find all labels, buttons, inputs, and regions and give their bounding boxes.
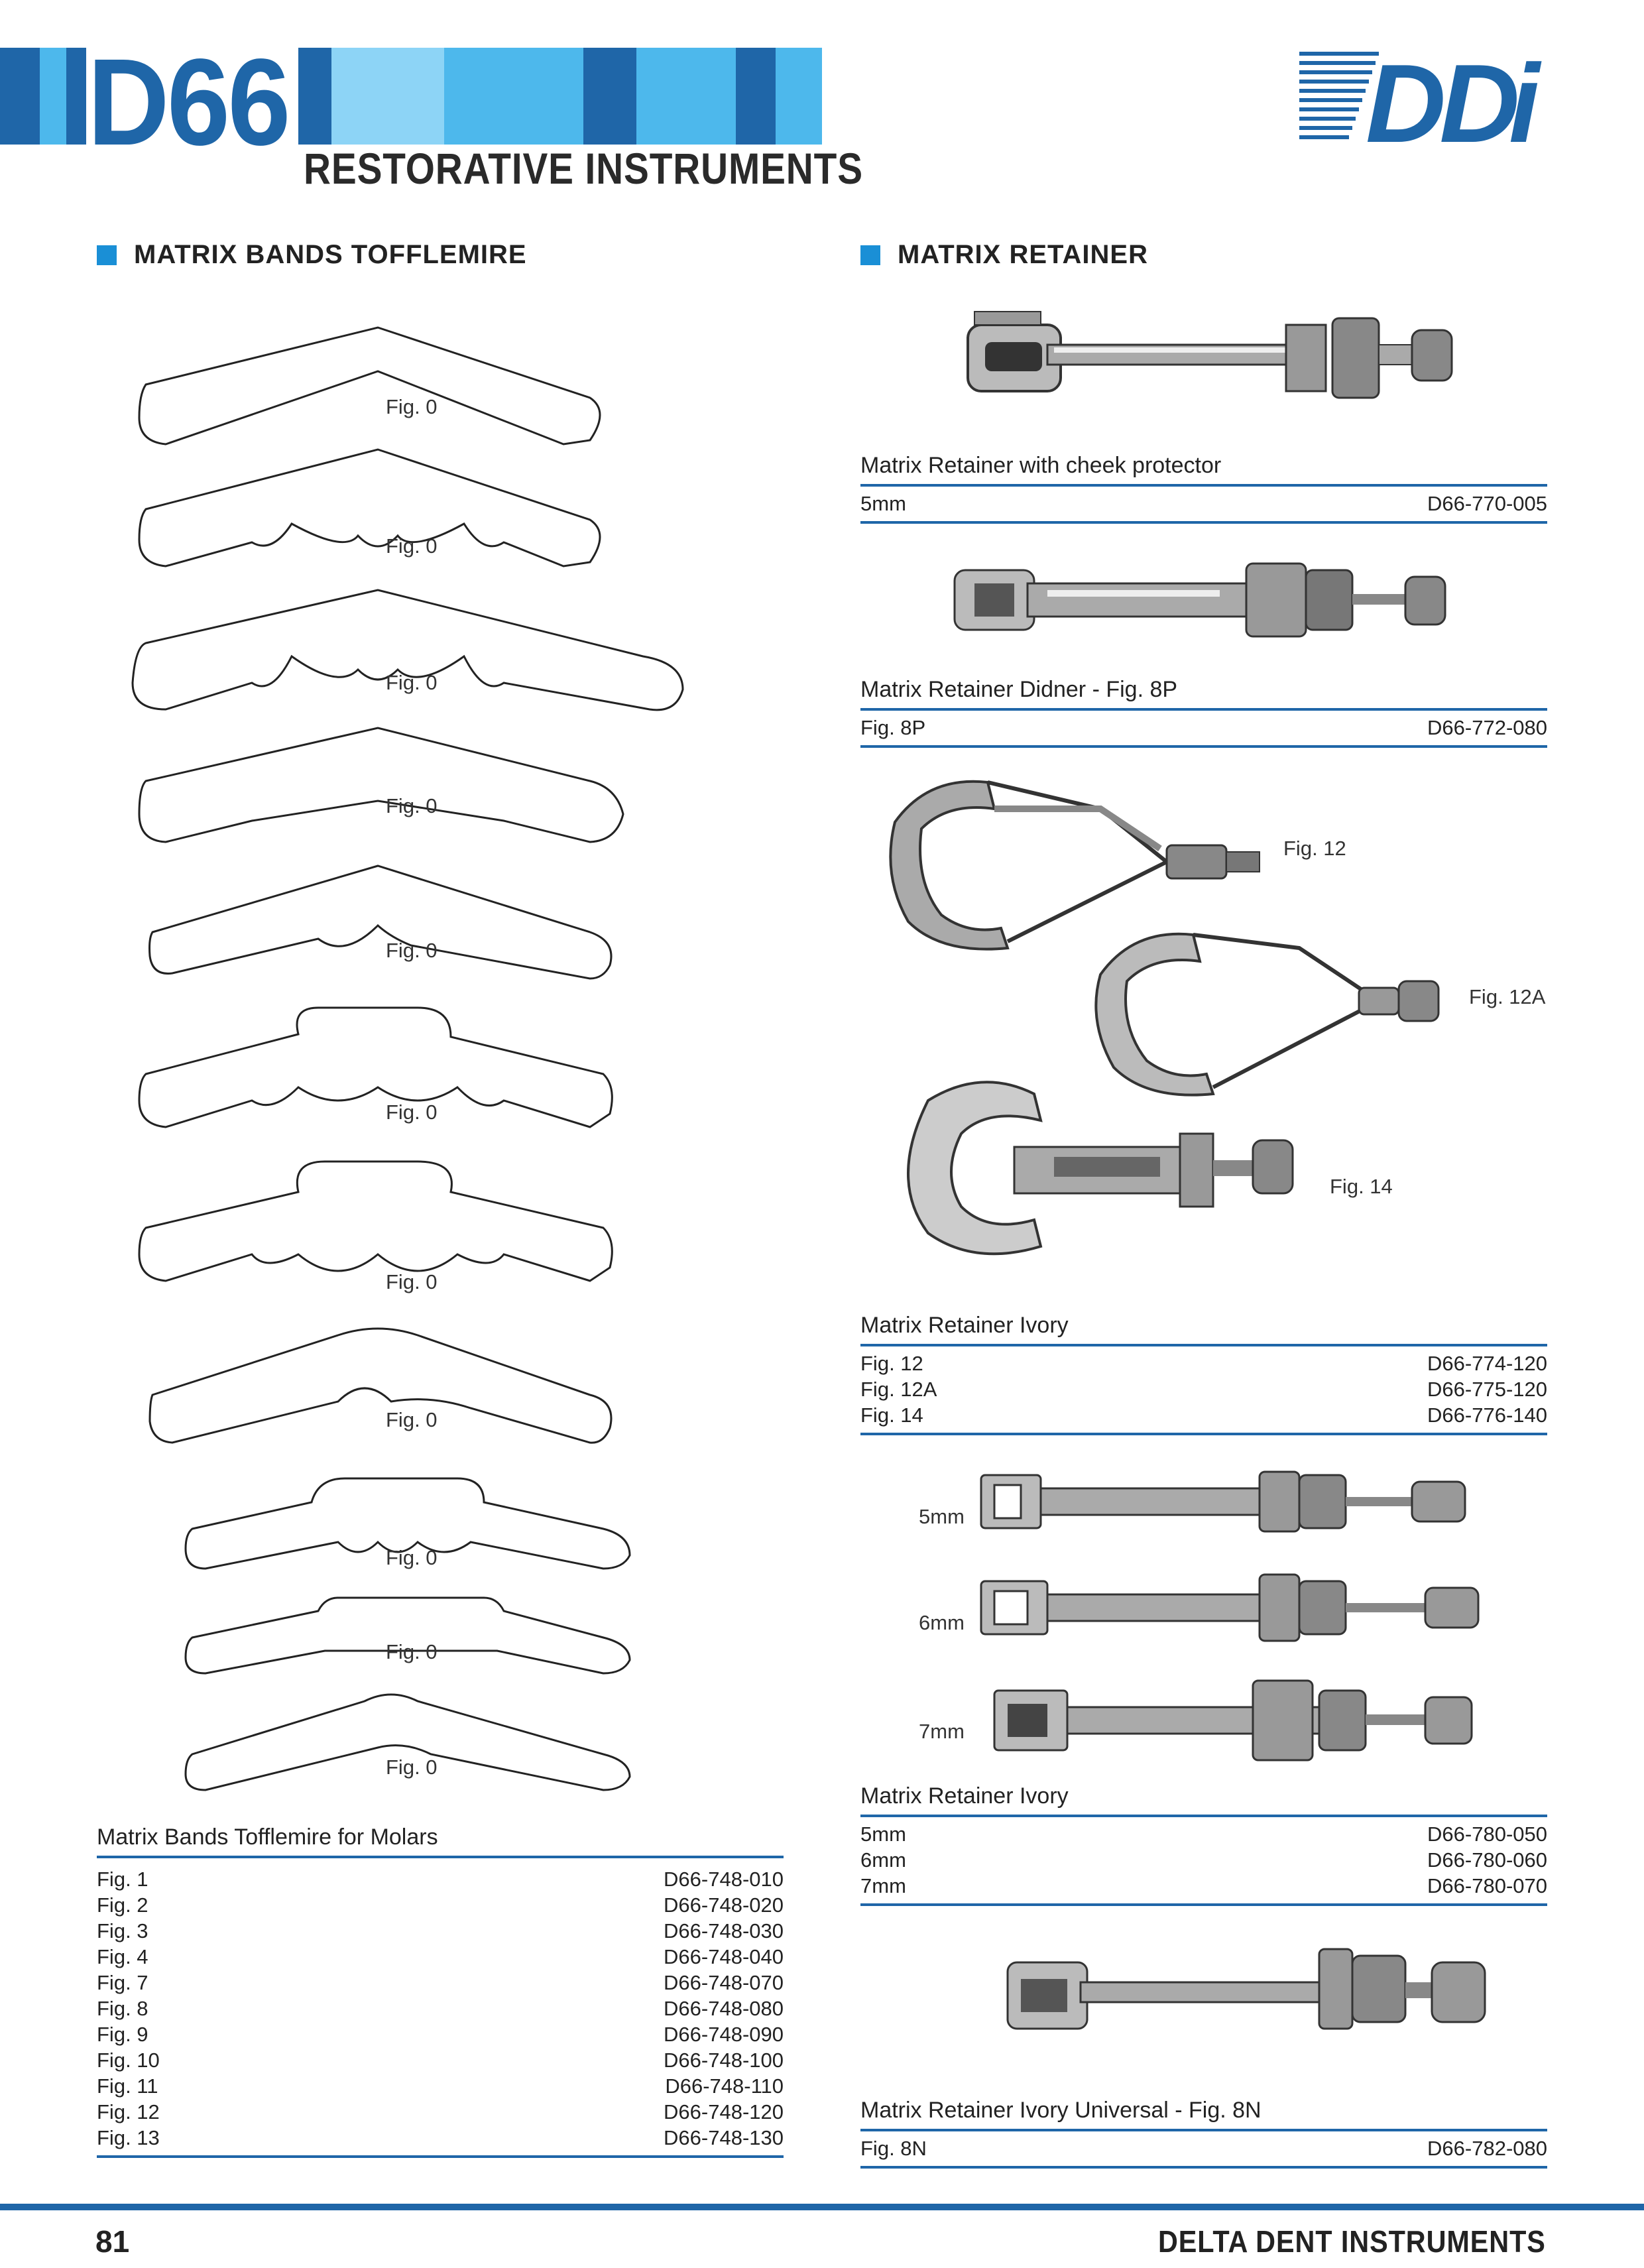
fig14-label: Fig. 14	[1330, 1175, 1393, 1198]
product-title: Matrix Retainer Ivory	[860, 1313, 1069, 1338]
band-fig-label: Fig. 0	[386, 1756, 438, 1779]
product-table-didner: Matrix Retainer Didner - Fig. 8P Fig. 8P…	[860, 677, 1547, 748]
retainer-7mm-image	[993, 1679, 1473, 1761]
size-5mm-label: 5mm	[919, 1505, 965, 1528]
footer-bar	[0, 2204, 1644, 2210]
matrix-band-outline	[131, 589, 684, 711]
header-banner	[0, 48, 822, 145]
company-name: DELTA DENT INSTRUMENTS	[1158, 2224, 1546, 2259]
product-table-tofflemire: Matrix Bands Tofflemire for Molars Fig. …	[97, 1824, 784, 2158]
product-title: Matrix Retainer with cheek protector	[860, 453, 1222, 478]
section-heading-text: MATRIX BANDS TOFFLEMIRE	[134, 240, 527, 269]
matrix-band-outline	[138, 326, 601, 446]
svg-text:DD: DD	[1366, 46, 1517, 146]
divider	[860, 745, 1547, 748]
matrix-band-outline	[138, 1160, 613, 1282]
matrix-band-outline	[138, 727, 624, 843]
catalog-code: D66	[88, 34, 291, 171]
retainer-ivory-fig12-image	[889, 780, 1260, 951]
section-heading-bands: MATRIX BANDS TOFFLEMIRE	[97, 240, 527, 270]
svg-text:i: i	[1509, 46, 1542, 146]
divider	[860, 1433, 1547, 1435]
retainer-5mm-image	[980, 1470, 1466, 1533]
band-fig-label: Fig. 0	[386, 1270, 438, 1293]
retainer-ivory-fig12a-image	[1094, 932, 1440, 1097]
divider	[860, 1815, 1547, 1817]
band-fig-label: Fig. 0	[386, 1408, 438, 1431]
product-title: Matrix Retainer Ivory Universal - Fig. 8…	[860, 2098, 1262, 2123]
band-fig-label: Fig. 0	[386, 1546, 438, 1569]
matrix-band-outline	[184, 1693, 631, 1791]
band-fig-label: Fig. 0	[386, 1101, 438, 1124]
size-7mm-label: 7mm	[919, 1720, 965, 1743]
product-title: Matrix Retainer Ivory	[860, 1783, 1069, 1809]
retainer-didner-image	[953, 562, 1446, 638]
section-heading-text: MATRIX RETAINER	[898, 240, 1148, 269]
band-fig-label: Fig. 0	[386, 395, 438, 418]
matrix-band-outline	[148, 1327, 613, 1444]
band-fig-label: Fig. 0	[386, 939, 438, 962]
matrix-band-outline	[148, 865, 613, 980]
divider	[860, 2129, 1547, 2131]
band-fig-label: Fig. 0	[386, 671, 438, 694]
product-table-cheek-protector: Matrix Retainer with cheek protector 5mm…	[860, 453, 1547, 524]
bullet-square	[97, 245, 117, 265]
bullet-square	[860, 245, 880, 265]
retainer-universal-8n-image	[1006, 1948, 1486, 2030]
product-title: Matrix Retainer Didner - Fig. 8P	[860, 677, 1178, 702]
divider	[97, 1856, 784, 1858]
ddi-logo: DD i	[1299, 41, 1551, 166]
product-title: Matrix Bands Tofflemire for Molars	[97, 1824, 438, 1850]
matrix-band-outline	[138, 1006, 613, 1128]
divider	[860, 708, 1547, 711]
band-fig-label: Fig. 0	[386, 534, 438, 558]
page-number: 81	[95, 2224, 130, 2259]
retainer-cheek-protector-image	[967, 311, 1453, 399]
retainer-6mm-image	[980, 1573, 1480, 1642]
divider	[860, 2166, 1547, 2169]
band-fig-label: Fig. 0	[386, 794, 438, 817]
product-table-universal: Matrix Retainer Ivory Universal - Fig. 8…	[860, 2098, 1547, 2169]
band-fig-label: Fig. 0	[386, 1640, 438, 1663]
fig12-label: Fig. 12	[1283, 837, 1346, 860]
divider	[860, 521, 1547, 524]
fig12a-label: Fig. 12A	[1469, 985, 1546, 1008]
matrix-band-outline	[138, 448, 601, 567]
matrix-band-outline	[184, 1477, 631, 1570]
matrix-band-outline	[184, 1596, 631, 1675]
page-subtitle: RESTORATIVE INSTRUMENTS	[304, 144, 863, 193]
retainer-ivory-fig14-image	[907, 1081, 1294, 1256]
size-6mm-label: 6mm	[919, 1611, 965, 1634]
divider	[860, 1903, 1547, 1906]
divider	[97, 2155, 784, 2158]
divider	[860, 1344, 1547, 1346]
divider	[860, 484, 1547, 487]
section-heading-retainer: MATRIX RETAINER	[860, 240, 1148, 270]
